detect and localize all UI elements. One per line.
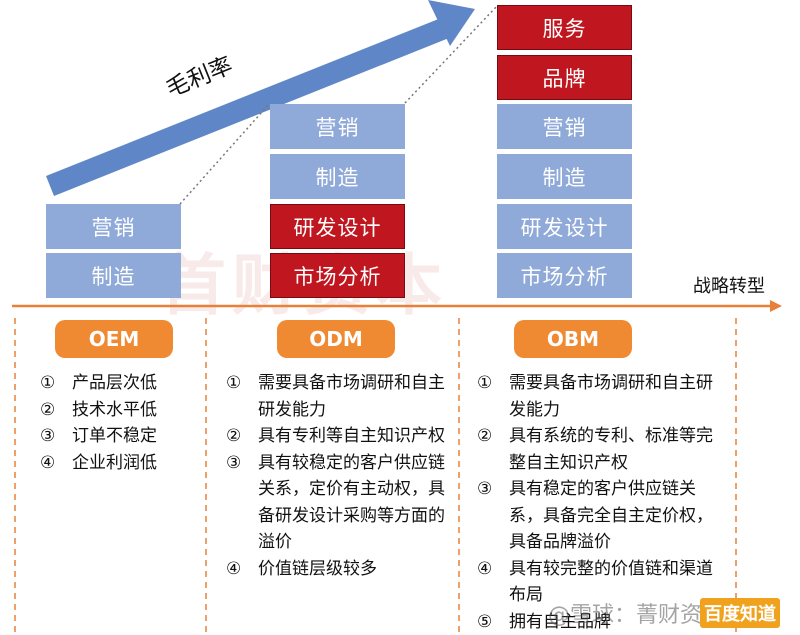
odm-box-manufacturing: 制造: [270, 154, 405, 199]
obm-label: OBM: [514, 320, 632, 358]
oem-box-marketing: 营销: [46, 204, 181, 249]
obm-box-service: 服务: [497, 5, 632, 50]
strategy-axis-label: 战略转型: [693, 272, 765, 298]
obm-box-manufacturing: 制造: [497, 154, 632, 199]
obm-box-brand: 品牌: [497, 55, 632, 100]
footer-badge-watermark: 百度知道: [700, 598, 780, 628]
obm-box-marketing: 营销: [497, 104, 632, 149]
obm-box-rnd-design: 研发设计: [497, 204, 632, 249]
odm-box-market-analysis: 市场分析: [270, 253, 405, 298]
strategy-axis-arrowhead: [770, 300, 782, 312]
odm-box-rnd-design: 研发设计: [270, 204, 405, 249]
odm-label: ODM: [277, 320, 395, 358]
footer-watermark: @雪球：菁财资本: [548, 597, 724, 629]
obm-box-market-analysis: 市场分析: [497, 253, 632, 298]
oem-label: OEM: [55, 320, 173, 358]
oem-box-manufacturing: 制造: [46, 253, 181, 298]
odm-box-marketing: 营销: [270, 104, 405, 149]
